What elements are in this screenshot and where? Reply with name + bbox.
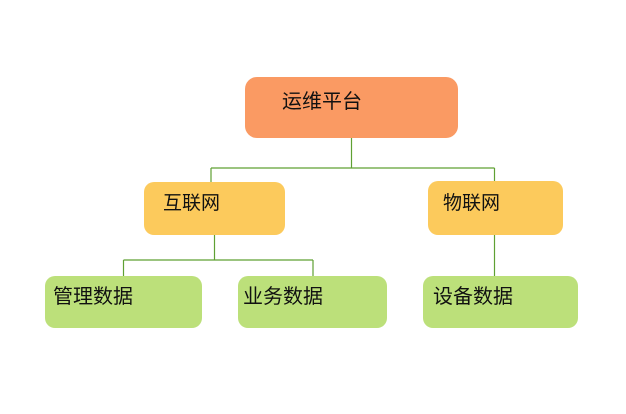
node-business-data[interactable]: 业务数据 xyxy=(238,276,387,328)
connector-root-to-branches xyxy=(210,138,496,182)
node-ops-platform[interactable]: 运维平台 xyxy=(245,77,458,138)
node-device-data[interactable]: 设备数据 xyxy=(423,276,578,328)
node-internet[interactable]: 互联网 xyxy=(144,182,285,235)
connector-internet-to-leaves xyxy=(122,235,314,276)
node-management-data[interactable]: 管理数据 xyxy=(45,276,202,328)
node-iot[interactable]: 物联网 xyxy=(428,181,563,235)
